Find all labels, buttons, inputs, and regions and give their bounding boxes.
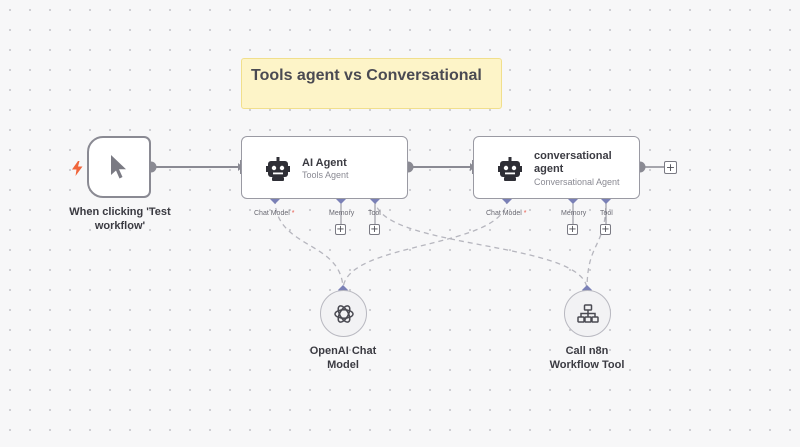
connection-tool-to-conversational[interactable] [586, 198, 607, 291]
call-tool-label-line1: Call n8n [565, 345, 609, 357]
required-mark: * [291, 210, 295, 217]
call-tool-node-label: Call n8n Workflow Tool [527, 344, 647, 372]
conversational-agent-title-line1: conversational [534, 150, 612, 162]
required-mark: * [523, 210, 527, 217]
lightning-bolt-icon [72, 161, 83, 176]
cursor-arrow-icon [111, 155, 126, 179]
conversational-agent-title-line2: agent [534, 163, 564, 175]
robot-icon [266, 157, 290, 181]
add-next-node-button[interactable]: + [664, 161, 677, 174]
sitemap-icon [576, 303, 599, 323]
chat-model-label-text: Chat Model [254, 210, 290, 217]
robot-icon [498, 157, 522, 181]
ai-agent-node[interactable]: AI Agent Tools Agent [241, 136, 408, 199]
openai-label-line2: Model [327, 359, 359, 371]
openai-logo-icon [333, 304, 354, 323]
trigger-node-label: When clicking 'Test workflow' [68, 205, 172, 233]
call-workflow-tool-node[interactable] [564, 290, 611, 337]
connection-tool-to-ai-agent[interactable] [374, 198, 588, 291]
openai-label-line1: OpenAI Chat [309, 345, 377, 357]
conversational-agent-node[interactable]: conversational agent Conversational Agen… [473, 136, 640, 199]
conversational-agent-subtitle: Conversational Agent [534, 177, 620, 187]
connection-openai-to-conversational[interactable] [342, 198, 508, 291]
call-tool-label-line2: Workflow Tool [549, 359, 625, 371]
sticky-note-text: Tools agent vs Conversational [251, 67, 482, 84]
manual-trigger-node[interactable] [87, 136, 151, 198]
chat-model-port-label: Chat Model * [486, 210, 526, 217]
memory-port-label: Memory [561, 210, 587, 217]
ai-agent-title: AI Agent [302, 157, 347, 169]
add-tool-button[interactable]: + [600, 224, 611, 235]
add-tool-button[interactable]: + [369, 224, 380, 235]
openai-node-label: OpenAI Chat Model [283, 344, 403, 372]
chat-model-port-label: Chat Model * [254, 210, 294, 217]
add-memory-button[interactable]: + [335, 224, 346, 235]
sticky-note[interactable]: Tools agent vs Conversational [241, 58, 502, 109]
openai-chat-model-node[interactable] [320, 290, 367, 337]
chat-model-label-text: Chat Model [486, 210, 522, 217]
memory-port-label: Memory [329, 210, 355, 217]
trigger-label-line1: When clicking 'Test [69, 206, 171, 218]
add-memory-button[interactable]: + [567, 224, 578, 235]
ai-agent-subtitle: Tools Agent [302, 170, 349, 180]
tool-port-label: Tool [368, 210, 381, 217]
tool-port-label: Tool [600, 210, 613, 217]
trigger-label-line2: workflow' [94, 220, 146, 232]
